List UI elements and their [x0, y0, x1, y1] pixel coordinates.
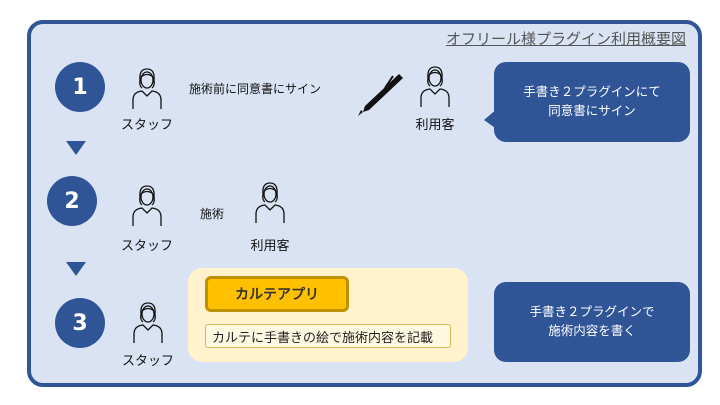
staff-person-icon [130, 66, 164, 110]
step-3-callout: 手書き２プラグインで施術内容を書く [494, 282, 690, 362]
karte-app-button[interactable]: カルテアプリ [205, 276, 349, 312]
staff-person-icon [131, 300, 165, 344]
client-person-icon [253, 180, 287, 224]
step-1-client-label: 利用客 [415, 118, 455, 133]
diagram-title: オフリール様プラグイン利用概要図 [445, 30, 686, 48]
step-1-staff-label: スタッフ [120, 118, 174, 133]
callout-line: 施術内容を書く [548, 323, 636, 338]
step-2-client-label: 利用客 [250, 239, 290, 254]
down-arrow-icon [66, 262, 86, 276]
step-2-staff-label: スタッフ [120, 239, 174, 254]
step-2-action: 施術 [200, 207, 225, 221]
pen-icon [358, 74, 403, 116]
step-3-staff-label: スタッフ [121, 354, 175, 369]
down-arrow-icon [66, 141, 86, 155]
app-note: カルテに手書きの絵で施術内容を記載 [205, 324, 451, 348]
step-1-callout: 手書き２プラグインにて同意書にサイン [494, 62, 690, 142]
step-1-number: 1 [55, 62, 105, 112]
step-3-number: 3 [55, 298, 105, 348]
step-2-number: 2 [47, 176, 97, 226]
callout-line: 手書き２プラグインにて [523, 84, 661, 100]
callout-line: 同意書にサイン [548, 103, 636, 118]
client-person-icon [418, 64, 452, 108]
step-1-action: 施術前に同意書にサイン [189, 82, 322, 96]
callout-line: 手書き２プラグインで [529, 304, 655, 320]
staff-person-icon [130, 183, 164, 227]
